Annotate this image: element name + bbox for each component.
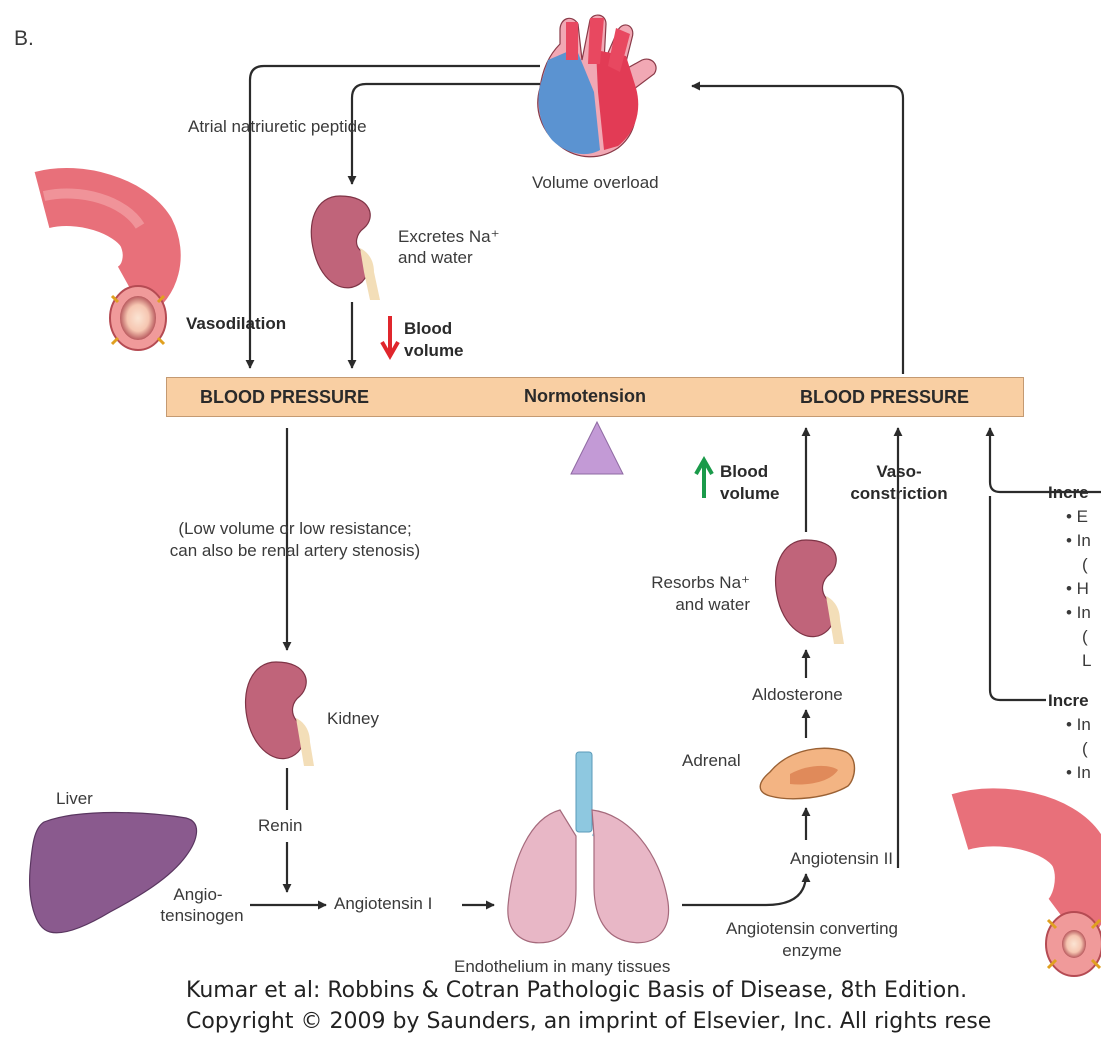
label-endothelium: Endothelium in many tissues bbox=[454, 957, 671, 976]
label-paren-3: ( bbox=[1082, 739, 1088, 758]
label-ace-line1: Angiotensin converting bbox=[725, 919, 898, 938]
bar-label-high-bp: BLOOD PRESSURE bbox=[800, 387, 970, 407]
label-bullet-4: • In bbox=[1066, 603, 1091, 622]
label-blood-decrease: Blood bbox=[404, 319, 453, 338]
label-angiotensin-ii: Angiotensin II bbox=[790, 849, 894, 868]
kidney-top-illustration bbox=[310, 195, 380, 300]
down-arrow-red-volume bbox=[380, 316, 400, 361]
label-volume-decrease: volume bbox=[404, 341, 464, 360]
label-liver: Liver bbox=[56, 789, 93, 808]
line-increase-lower bbox=[988, 496, 1046, 702]
label-vasodilation: Vasodilation bbox=[186, 314, 287, 333]
bar-label-normotension: Normotension bbox=[524, 386, 647, 406]
label-kidney: Kidney bbox=[327, 709, 379, 728]
heart-illustration bbox=[537, 14, 657, 158]
kidney-right-illustration bbox=[774, 539, 844, 644]
citation-line1: Kumar et al: Robbins & Cotran Pathologic… bbox=[186, 978, 968, 1003]
label-increase-1: Incre bbox=[1048, 483, 1089, 502]
bar-label-low-bp: BLOOD PRESSURE bbox=[200, 387, 370, 407]
arrow-lung-to-angiotensin-ii bbox=[682, 873, 811, 907]
label-volume-overload: Volume overload bbox=[532, 173, 659, 192]
fulcrum-triangle bbox=[570, 420, 624, 475]
citation-line2: Copyright © 2009 by Saunders, an imprint… bbox=[186, 1009, 992, 1034]
label-angiotensinogen-line1: Angio- bbox=[173, 885, 223, 904]
lungs-illustration bbox=[507, 751, 670, 944]
label-bullet-3: • H bbox=[1066, 579, 1089, 598]
artery-dilated-illustration bbox=[34, 168, 181, 351]
liver-illustration bbox=[29, 811, 198, 934]
label-blood-increase: Blood bbox=[720, 462, 769, 481]
label-bullet-1: • E bbox=[1066, 507, 1089, 526]
label-ace-line2: enzyme bbox=[782, 941, 842, 960]
label-vaso: Vaso- bbox=[876, 462, 922, 481]
artery-constricted-illustration bbox=[951, 788, 1101, 977]
label-cut-l: L bbox=[1082, 651, 1092, 670]
label-resorbs-line2: and water bbox=[675, 595, 750, 614]
label-excretes-line1: Excretes Na⁺ bbox=[398, 227, 500, 246]
label-bullet-2: • In bbox=[1066, 531, 1091, 550]
arrow-heart-to-kidney bbox=[347, 82, 540, 185]
label-renin: Renin bbox=[258, 816, 303, 835]
label-angiotensin-i: Angiotensin I bbox=[334, 894, 433, 913]
label-excretes-line2: and water bbox=[398, 248, 473, 267]
label-bullet-5: • In bbox=[1066, 715, 1091, 734]
label-increase-2: Incre bbox=[1048, 691, 1089, 710]
up-arrow-green-volume bbox=[694, 455, 714, 498]
label-adrenal: Adrenal bbox=[682, 751, 741, 770]
blood-pressure-bar bbox=[166, 377, 1024, 417]
label-paren-1: ( bbox=[1082, 555, 1088, 574]
label-atrial-natriuretic-peptide: Atrial natriuretic peptide bbox=[188, 117, 367, 136]
panel-label: B. bbox=[14, 27, 34, 50]
label-low-volume-line2: can also be renal artery stenosis) bbox=[169, 541, 421, 560]
label-aldosterone: Aldosterone bbox=[752, 685, 843, 704]
arrow-increase-to-bp bbox=[985, 427, 1101, 494]
label-paren-2: ( bbox=[1082, 627, 1088, 646]
kidney-left-illustration bbox=[244, 661, 314, 766]
label-low-volume-line1: (Low volume or low resistance; bbox=[178, 519, 412, 538]
label-constriction: constriction bbox=[850, 484, 948, 503]
label-bullet-6: • In bbox=[1066, 763, 1091, 782]
label-volume-increase: volume bbox=[720, 484, 780, 503]
label-angiotensinogen-line2: tensinogen bbox=[160, 906, 244, 925]
label-resorbs-line1: Resorbs Na⁺ bbox=[651, 573, 750, 592]
flow-arrows bbox=[245, 64, 1101, 910]
arrow-heart-to-vasodilation bbox=[245, 64, 540, 369]
arrow-bp-to-heart bbox=[691, 81, 905, 374]
adrenal-illustration bbox=[759, 747, 856, 800]
